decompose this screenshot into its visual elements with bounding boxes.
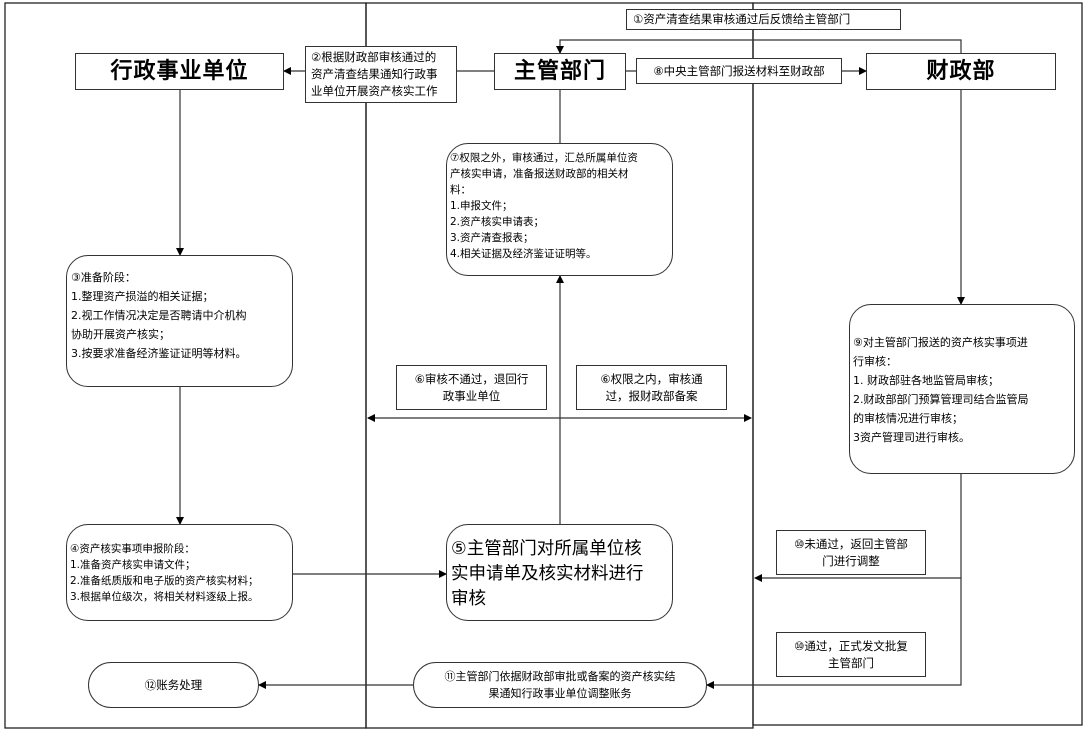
step-9-review: ⑨对主管部门报送的资产核实事项进 行审核： 1. 财政部驻各地监管局审核； 2.… [849,304,1075,474]
step-3-item: 协助开展资产核实； [71,328,170,341]
step-10-pass-line: ⑩通过，正式发文批复 [794,638,908,653]
step-6-reject-line: 政事业单位 [442,388,501,403]
step-4-item: 1.准备资产核实申请文件； [70,559,196,571]
lane-frame-right [752,2,1083,726]
arrow-s10-pass [706,578,962,689]
step-2-line: 资产清查结果通知行政事 [311,67,438,81]
step-7-summary: ⑦权限之外，审核通过，汇总所属单位资 产核实申请，准备报送财政部的相关材 料： … [446,143,673,276]
step-10-pass: ⑩通过，正式发文批复 主管部门 [776,632,926,677]
step-1-text: ①资产清查结果审核通过后反馈给主管部门 [633,12,851,26]
step-4-item: 3.根据单位级次，将相关材料逐级上报。 [70,591,259,603]
step-8-text: ⑧中央主管部门报送材料至财政部 [653,63,825,78]
step-9-item: 3资产管理司进行审核。 [853,431,970,444]
step-10-fail-line: 门进行调整 [822,553,880,568]
step-7-title: ⑦权限之外，审核通过，汇总所属单位资 [450,152,638,164]
arrow-s1 [556,39,962,54]
step-3-item: 1.整理资产损溢的相关证据； [71,290,214,303]
step-2-line: 业单位开展资产核实工作 [311,84,438,98]
step-4-title: ④资产核实事项申报阶段： [70,543,195,555]
step-5-supervisor-review: ⑤主管部门对所属单位核 实申请单及核实材料进行 审核 [446,524,673,621]
step-3-item: 3.按要求准备经济鉴证证明等材料。 [71,347,247,360]
step-7-title: 料： [450,184,471,196]
step-7-item: 1.申报文件； [450,200,513,212]
step-4-item: 2.准备纸质版和电子版的资产核实材料； [70,575,259,587]
step-10-fail: ⑩未通过，返回主管部 门进行调整 [776,530,926,575]
lane-header-unit: 行政事业单位 [75,53,284,90]
step-1-feedback: ①资产清查结果审核通过后反馈给主管部门 [626,9,901,30]
step-7-title: 产核实申请，准备报送财政部的相关材 [450,168,629,180]
step-2-line: ②根据财政部审核通过的 [311,50,437,64]
step-9-item: 2.财政部部门预算管理司结合监管局 [853,393,1029,406]
step-4-apply: ④资产核实事项申报阶段： 1.准备资产核实申请文件； 2.准备纸质版和电子版的资… [66,524,293,621]
step-7-item: 3.资产清查报表； [450,232,534,244]
step-6-pass: ⑥权限之内，审核通 过，报财政部备案 [576,365,727,410]
step-6-pass-line: ⑥权限之内，审核通 [600,371,703,386]
step-6-reject: ⑥审核不通过，退回行 政事业单位 [396,365,547,410]
step-3-title: ③准备阶段： [71,271,136,284]
step-9-title: 行审核： [853,355,897,368]
step-7-item: 4.相关证据及经济鉴证证明等。 [450,248,597,260]
step-6-reject-line: ⑥审核不通过，退回行 [414,371,529,386]
step-7-item: 2.资产核实申请表； [450,216,545,228]
step-3-item: 2.视工作情况决定是否聘请中介机构 [71,309,247,322]
step-5-line: ⑤主管部门对所属单位核 [451,539,642,559]
step-8-submit: ⑧中央主管部门报送材料至财政部 [636,58,842,84]
step-11-line: 果通知行政事业单位调整账务 [488,687,632,700]
step-12-text: ⑫账务处理 [144,677,203,692]
step-11-notify-adjust: ⑪主管部门依据财政部审批或备案的资产核实结 果通知行政事业单位调整账务 [413,662,707,708]
step-10-pass-line: 主管部门 [828,655,874,670]
step-2-notify: ②根据财政部审核通过的 资产清查结果通知行政事 业单位开展资产核实工作 [305,46,457,103]
step-9-item: 1. 财政部驻各地监管局审核； [853,374,999,387]
step-3-prepare: ③准备阶段： 1.整理资产损溢的相关证据； 2.视工作情况决定是否聘请中介机构 … [66,255,293,387]
step-9-title: ⑨对主管部门报送的资产核实事项进 [853,336,1028,349]
step-5-line: 审核 [451,589,486,609]
lane-header-finance: 财政部 [866,53,1056,90]
step-12-accounting: ⑫账务处理 [88,662,259,708]
step-5-line: 实申请单及核实材料进行 [451,564,644,584]
step-11-line: ⑪主管部门依据财政部审批或备案的资产核实结 [444,670,676,683]
step-10-fail-line: ⑩未通过，返回主管部 [794,536,908,551]
step-9-item: 的审核情况进行审核； [853,412,963,425]
lane-header-supervisor: 主管部门 [494,53,626,90]
step-6-pass-line: 过，报财政部备案 [605,388,698,403]
